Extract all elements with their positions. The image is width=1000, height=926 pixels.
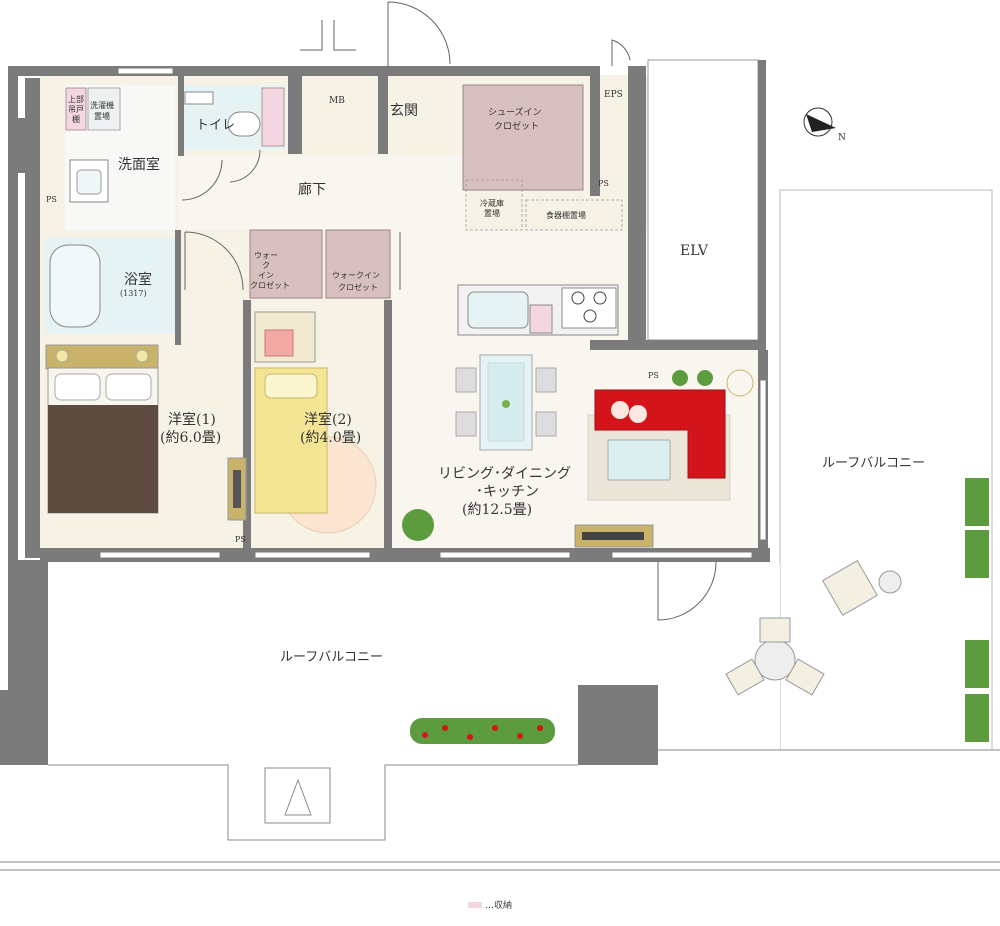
toilet-label: トイレ (196, 118, 236, 133)
washer-label-2: 置場 (94, 112, 110, 121)
bath-size: (1317) (120, 289, 147, 298)
hallway-floor (178, 155, 468, 230)
dining-set (455, 354, 557, 451)
balcony-bottom-floor (45, 565, 780, 750)
walkin1-label-1: ウォー (254, 251, 278, 260)
door-swings (181, 1, 717, 621)
ldk-label-line1: リビング･ダイニング (438, 466, 571, 482)
kitchen (457, 284, 619, 336)
mb-label: MB (329, 96, 345, 106)
storage-areas (65, 84, 623, 299)
balcony-furniture (410, 478, 989, 744)
western2-size: (約4.0畳) (300, 430, 362, 446)
shoes-in-closet (462, 84, 584, 191)
walkin1-label-2: ク (262, 261, 270, 270)
balcony-right-floor (779, 189, 993, 751)
bath-label: 浴室 (124, 272, 152, 288)
roof-balcony-right-label: ルーフバルコニー (822, 456, 925, 471)
ps-label-3: PS (648, 371, 659, 380)
entrance-label: 玄関 (390, 103, 418, 119)
ldk-label-line2: ･キッチン (476, 484, 539, 500)
western1-size: (約6.0畳) (160, 430, 222, 446)
upper-shelf-label-3: 棚 (72, 115, 80, 124)
legend-label: …収納 (485, 901, 513, 911)
ps-label-1: PS (46, 195, 57, 204)
walkin1-label-4: クロゼット (250, 281, 290, 290)
washer-label-1: 洗濯機 (90, 101, 114, 110)
bedroom2-furniture (254, 311, 434, 541)
washer-space (87, 87, 121, 131)
walls (0, 60, 770, 765)
walkin1-label-3: イン (258, 271, 274, 280)
lower-structure (0, 749, 1000, 871)
wet-fixtures (49, 91, 261, 328)
hallway-label: 廊下 (298, 182, 326, 198)
shoes-in-label-2: クロゼット (494, 122, 540, 132)
western2-name: 洋室(2) (304, 412, 352, 428)
upper-shelf-label-1: 上部 (68, 95, 84, 104)
legend-swatch (468, 901, 482, 908)
upper-shelf-label-2: 吊戸 (68, 105, 84, 114)
fridge-space (465, 179, 523, 231)
walkin-closet-1 (249, 229, 323, 299)
roof-balcony-bottom-label: ルーフバルコニー (280, 650, 383, 665)
windows (99, 67, 767, 559)
eps-label: EPS (604, 90, 623, 100)
ldk-size: (約12.5畳) (462, 502, 533, 518)
fridge-label-1: 冷蔵庫 (480, 199, 504, 208)
ps-label-2: PS (598, 179, 609, 188)
elevator-shaft (647, 59, 759, 341)
compass-icon: N (803, 107, 846, 143)
svg-text:N: N (838, 133, 846, 143)
walkin2-label-1: ウォークイン (332, 271, 380, 280)
western1-name: 洋室(1) (168, 412, 216, 428)
upper-shelf-toilet (261, 87, 285, 147)
dish-shelf-label: 食器棚置場 (546, 211, 586, 220)
walkin-closet-2 (325, 229, 391, 299)
elv-label: ELV (680, 243, 708, 259)
walkin2-label-2: クロゼット (338, 283, 378, 292)
upper-shelf-wash (65, 87, 87, 131)
ps-label-4: PS (235, 535, 246, 544)
washroom-label: 洗面室 (118, 157, 160, 173)
legend: …収納 (468, 898, 512, 911)
dish-shelf-space (525, 199, 623, 231)
bedroom1-furniture (45, 344, 247, 521)
fridge-label-2: 置場 (484, 209, 500, 218)
shoes-in-label-1: シューズイン (488, 108, 542, 118)
living-set (574, 369, 754, 548)
